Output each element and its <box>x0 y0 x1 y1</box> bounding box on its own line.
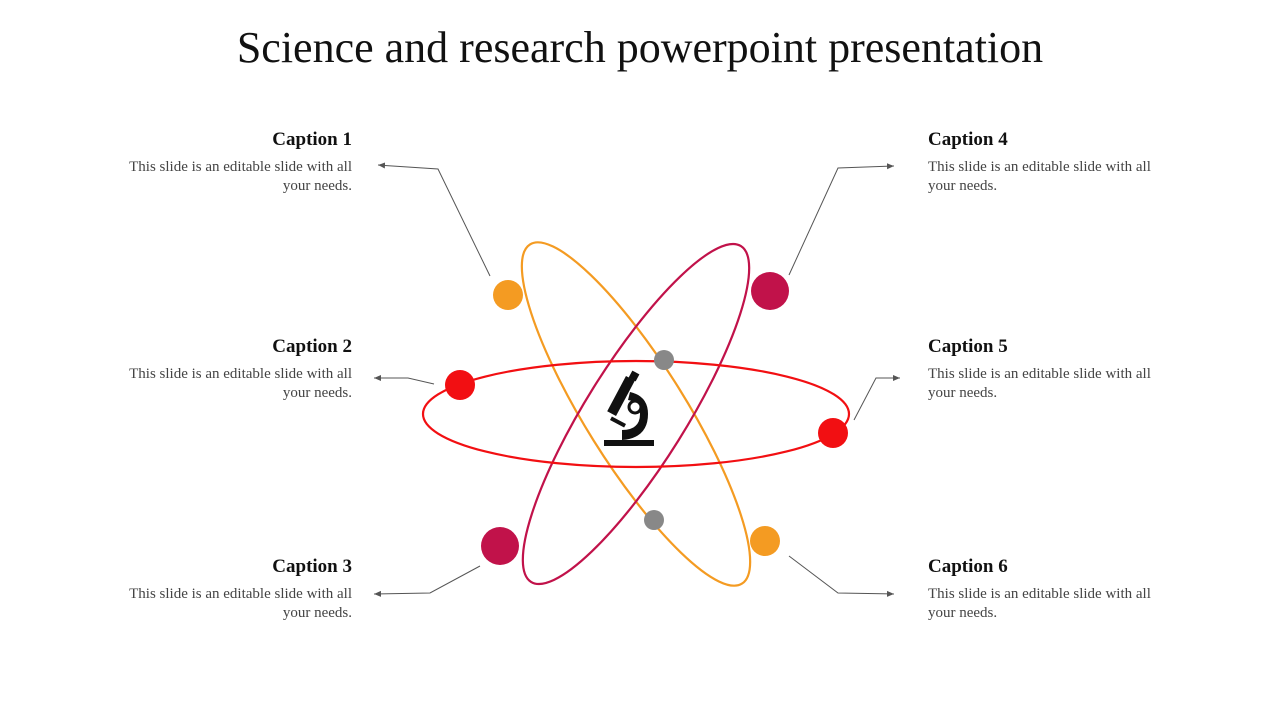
caption-text: This slide is an editable slide with all… <box>928 586 1151 621</box>
caption-block-2: Caption 2 This slide is an editable slid… <box>112 335 352 403</box>
caption-block-4: Caption 4 This slide is an editable slid… <box>928 128 1168 196</box>
microscope-icon <box>604 370 654 446</box>
connector-caption-2 <box>374 375 435 385</box>
orbit-red <box>421 359 851 469</box>
caption-block-6: Caption 6 This slide is an editable slid… <box>928 555 1168 623</box>
connector-caption-3 <box>373 565 481 597</box>
caption-text: This slide is an editable slide with all… <box>129 366 352 401</box>
caption-heading: Caption 5 <box>928 336 1008 357</box>
connector-caption-4 <box>788 163 895 276</box>
caption-heading: Caption 3 <box>272 556 352 577</box>
caption-heading: Caption 4 <box>928 129 1008 150</box>
connector-caption-6 <box>788 555 895 597</box>
caption-block-5: Caption 5 This slide is an editable slid… <box>928 335 1168 403</box>
electron-crimson-top <box>751 272 789 310</box>
electron-red-right <box>818 418 848 448</box>
orbit-crimson <box>521 242 751 586</box>
caption-heading: Caption 1 <box>272 129 352 150</box>
electron-grey-bottom <box>644 510 664 530</box>
electron-orange-bottom <box>750 526 780 556</box>
caption-block-3: Caption 3 This slide is an editable slid… <box>112 555 352 623</box>
caption-heading: Caption 2 <box>272 336 352 357</box>
connector-caption-1 <box>377 162 491 277</box>
caption-block-1: Caption 1 This slide is an editable slid… <box>112 128 352 196</box>
caption-text: This slide is an editable slide with all… <box>928 366 1151 401</box>
caption-text: This slide is an editable slide with all… <box>129 159 352 194</box>
caption-heading: Caption 6 <box>928 556 1008 577</box>
slide-title: Science and research powerpoint presenta… <box>236 23 1044 72</box>
electron-orange-top <box>493 280 523 310</box>
caption-text: This slide is an editable slide with all… <box>928 159 1151 194</box>
caption-text: This slide is an editable slide with all… <box>129 586 352 621</box>
connector-caption-5 <box>853 375 900 421</box>
electron-grey-top <box>654 350 674 370</box>
electron-crimson-bottom <box>481 527 519 565</box>
orbit-orange <box>520 241 752 587</box>
electron-red-left <box>445 370 475 400</box>
